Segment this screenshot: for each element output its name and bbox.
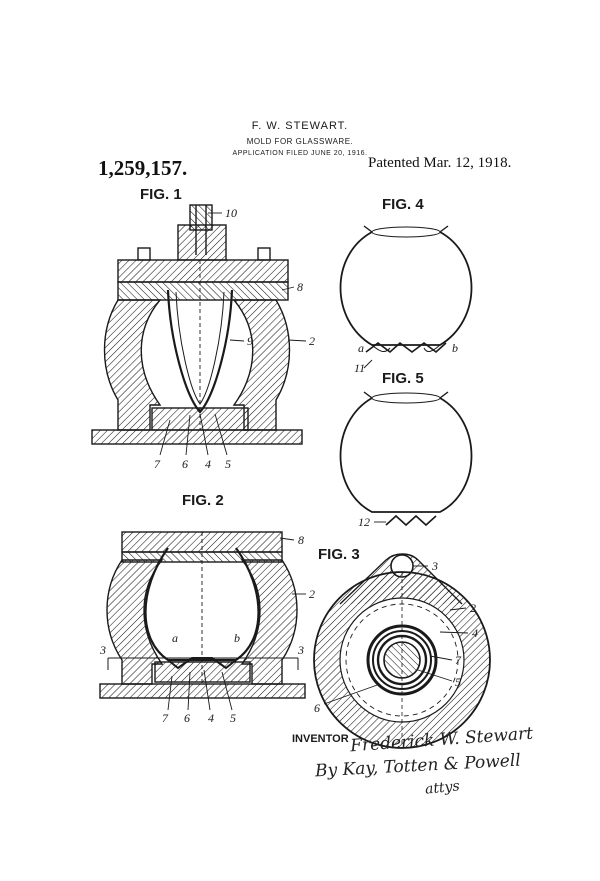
fig3-ref-3: 3 xyxy=(431,559,438,573)
fig1-drawing xyxy=(91,204,307,456)
inventor-label: INVENTOR xyxy=(292,733,349,745)
fig2-ref-6: 6 xyxy=(184,711,190,725)
fig5-drawing xyxy=(339,391,473,527)
fig1-ref-7: 7 xyxy=(154,457,161,471)
fig3-ref-4: 4 xyxy=(472,626,478,640)
patent-number: 1,259,157. xyxy=(98,156,188,180)
fig2-ref-3-left: 3 xyxy=(99,643,106,657)
fig3-ref-5: 5 xyxy=(455,675,461,689)
fig3-ref-6: 6 xyxy=(314,701,320,715)
fig4-ref-a: a xyxy=(358,341,364,355)
fig3-ref-2: 2 xyxy=(470,601,476,615)
fig1-label: FIG. 1 xyxy=(140,186,182,203)
fig2-ref-4: 4 xyxy=(208,711,214,725)
invention-title: MOLD FOR GLASSWARE. xyxy=(246,137,354,146)
fig1-ref-6: 6 xyxy=(182,457,188,471)
fig2-label: FIG. 2 xyxy=(182,492,224,509)
fig1-ref-5: 5 xyxy=(225,457,231,471)
patent-date: Patented Mar. 12, 1918. xyxy=(368,155,512,171)
fig2-ref-8: 8 xyxy=(298,533,304,547)
fig5-label: FIG. 5 xyxy=(382,370,424,387)
fig1-ref-9: 9 xyxy=(247,334,253,348)
fig4-label: FIG. 4 xyxy=(382,196,424,213)
fig1-ref-2: 2 xyxy=(309,334,315,348)
fig2-ref-7: 7 xyxy=(162,711,169,725)
fig2-ref-5: 5 xyxy=(230,711,236,725)
fig3-ref-7: 7 xyxy=(455,653,462,667)
fig4-ref-b: b xyxy=(452,341,458,355)
fig3-drawing xyxy=(313,553,491,749)
fig2-drawing xyxy=(99,531,306,711)
fig2-ref-a: a xyxy=(172,631,178,645)
fig4-drawing xyxy=(339,225,473,369)
fig2-ref-3-right: 3 xyxy=(297,643,304,657)
fig5-ref-12: 12 xyxy=(358,515,370,529)
fig1-ref-8: 8 xyxy=(297,280,303,294)
fig2-ref-b: b xyxy=(234,631,240,645)
fig4-ref-11: 11 xyxy=(354,361,365,375)
fig1-ref-4: 4 xyxy=(205,457,211,471)
inventor-name: F. W. STEWART. xyxy=(251,120,349,132)
fig3-label: FIG. 3 xyxy=(318,546,360,563)
application-filed: APPLICATION FILED JUNE 20, 1916. xyxy=(232,150,368,157)
fig1-ref-10: 10 xyxy=(225,206,237,220)
fig2-ref-2: 2 xyxy=(309,587,315,601)
